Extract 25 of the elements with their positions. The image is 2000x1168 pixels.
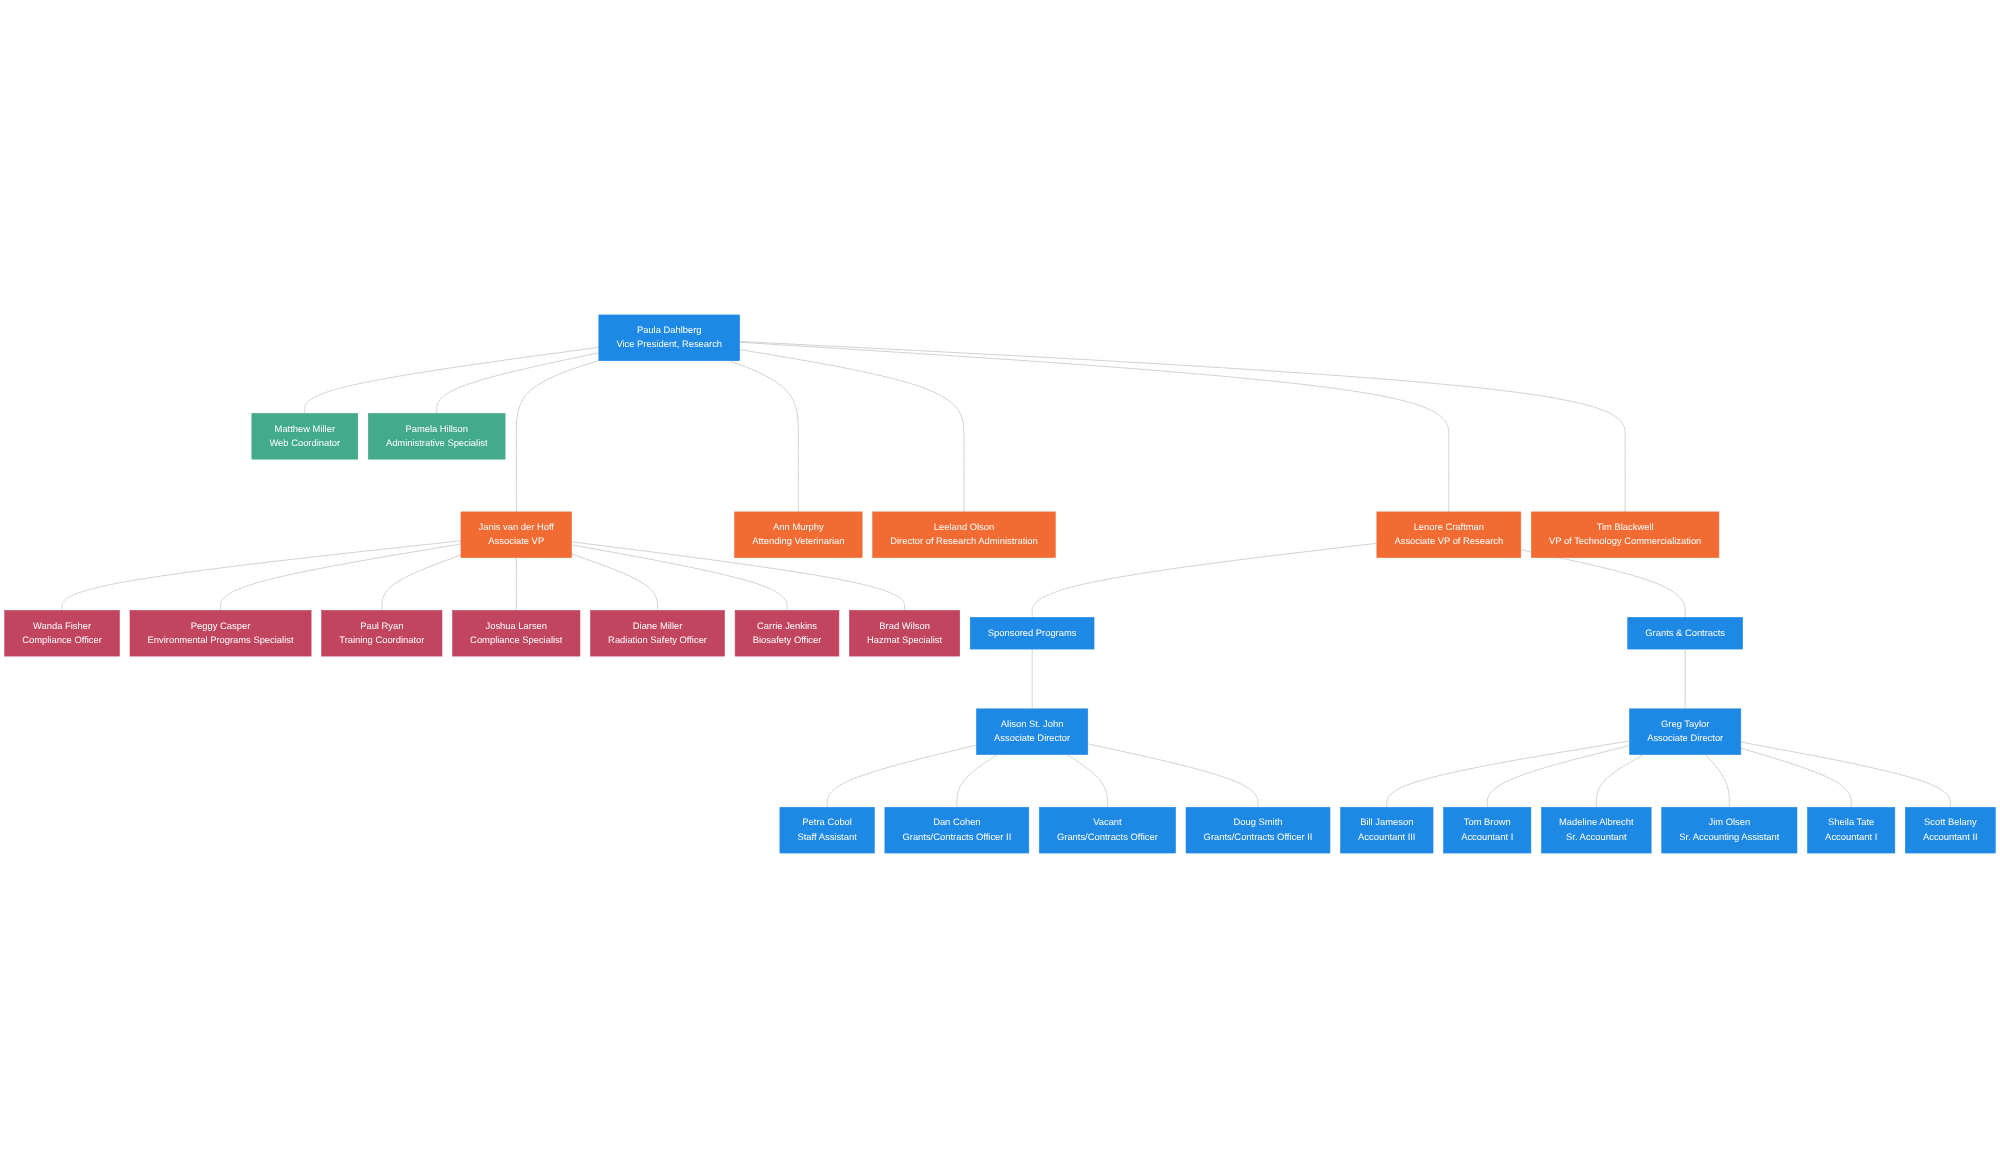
connector [304, 346, 600, 414]
connector [381, 554, 462, 611]
connector [1740, 741, 1951, 808]
connector [1486, 745, 1630, 808]
connector [571, 541, 906, 611]
connector [61, 540, 462, 611]
connector [515, 360, 600, 513]
connector [1087, 743, 1259, 808]
connector [1386, 740, 1630, 808]
connector [728, 360, 799, 513]
connector [220, 543, 462, 611]
connector [1705, 754, 1730, 808]
connector [436, 352, 600, 414]
connector [1595, 754, 1645, 808]
connector [1066, 754, 1108, 808]
connector [739, 341, 1626, 513]
connector [826, 744, 977, 808]
connector [515, 557, 517, 611]
connector [571, 544, 788, 611]
connector [1031, 542, 1378, 618]
connector [1740, 747, 1852, 808]
connector [739, 341, 1450, 513]
connector [571, 553, 658, 611]
connector [739, 349, 965, 513]
connector [956, 754, 998, 808]
